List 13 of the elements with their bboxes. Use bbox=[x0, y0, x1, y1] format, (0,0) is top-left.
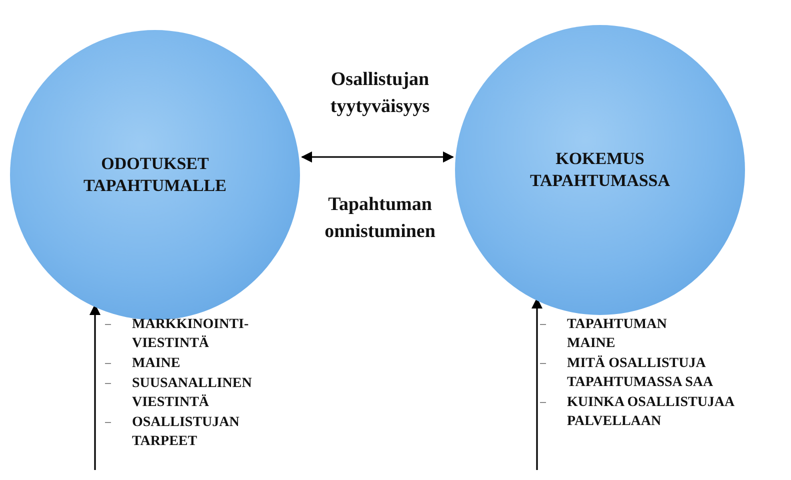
list-item: TAPAHTUMAN MAINE bbox=[567, 316, 668, 353]
node-label: KOKEMUS TAPAHTUMASSA bbox=[528, 148, 672, 192]
arrow bbox=[300, 151, 454, 163]
arrow bbox=[89, 304, 101, 470]
list-item: MAINE bbox=[132, 355, 182, 373]
list-item: SUUSANALLINEN VIESTINTÄ bbox=[132, 375, 253, 412]
list-item: MITÄ OSALLISTUJA TAPAHTUMASSA SAA bbox=[567, 354, 714, 392]
arrow-caption: Osallistujan tyytyväisyys bbox=[329, 68, 431, 119]
list-item: OSALLISTUJAN TARPEET bbox=[132, 414, 240, 451]
list-item: KUINKA OSALLISTUJAA PALVELLAAN bbox=[567, 394, 736, 431]
list-item: MARKKINOINTI- VIESTINTÄ bbox=[132, 316, 250, 353]
arrow-caption: Tapahtuman onnistuminen bbox=[324, 193, 436, 244]
node-label: ODOTUKSET TAPAHTUMALLE bbox=[82, 153, 228, 197]
